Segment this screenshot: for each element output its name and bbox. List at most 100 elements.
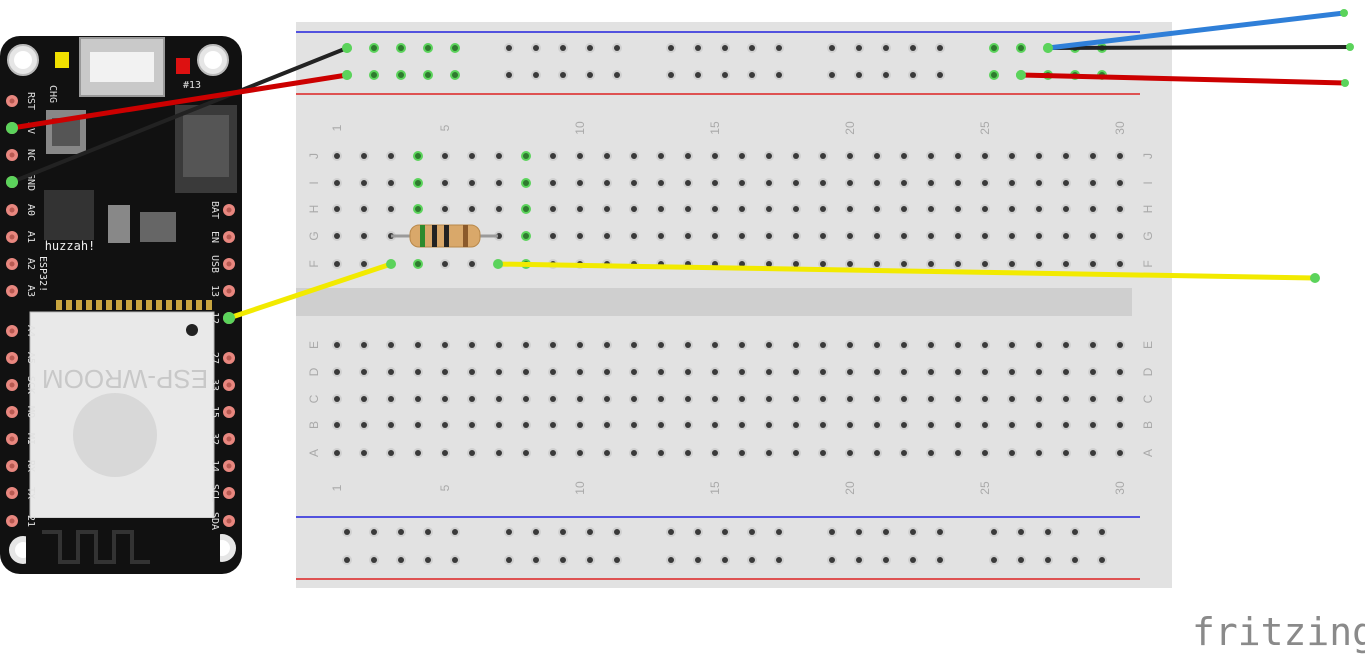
bb-hole-core bbox=[955, 342, 961, 348]
bb-hole-core bbox=[523, 342, 529, 348]
bb-hole-core bbox=[874, 261, 880, 267]
bb-hole-core bbox=[739, 233, 745, 239]
yellow-wire-out[interactable] bbox=[495, 261, 1318, 281]
bb-hole-core bbox=[442, 422, 448, 428]
black-wire-right[interactable] bbox=[1046, 45, 1352, 50]
board-pin-core bbox=[226, 436, 232, 442]
bb-hole-core bbox=[928, 369, 934, 375]
rail-hole-core bbox=[371, 45, 377, 51]
bb-hole-core bbox=[604, 180, 610, 186]
bb-hole-core bbox=[874, 206, 880, 212]
column-number: 15 bbox=[708, 121, 722, 135]
bb-hole-core bbox=[901, 396, 907, 402]
bb-hole-core bbox=[523, 180, 529, 186]
bb-hole-core bbox=[1009, 450, 1015, 456]
bb-hole-core bbox=[712, 396, 718, 402]
bb-hole-core bbox=[955, 206, 961, 212]
bb-hole-core bbox=[604, 153, 610, 159]
rail-hole-core bbox=[883, 45, 889, 51]
bb-hole-core bbox=[604, 369, 610, 375]
bb-hole-core bbox=[1117, 396, 1123, 402]
rail-hole-core bbox=[1099, 529, 1105, 535]
yellow-wire-12[interactable] bbox=[226, 261, 394, 321]
bb-hole-core bbox=[874, 396, 880, 402]
bb-hole-core bbox=[1009, 396, 1015, 402]
bb-hole-core bbox=[1090, 233, 1096, 239]
bb-hole-core bbox=[982, 369, 988, 375]
board-pin-label: USB bbox=[209, 255, 220, 273]
rail-hole-core bbox=[560, 557, 566, 563]
rail-hole-core bbox=[506, 72, 512, 78]
bb-hole-core bbox=[1063, 233, 1069, 239]
bb-hole-core bbox=[550, 369, 556, 375]
bb-hole-core bbox=[442, 369, 448, 375]
bb-hole-core bbox=[469, 261, 475, 267]
board-pin-label: A0 bbox=[25, 204, 36, 216]
column-number: 20 bbox=[843, 121, 857, 135]
bb-hole-core bbox=[982, 206, 988, 212]
bb-hole-core bbox=[496, 369, 502, 375]
rail-hole-core bbox=[560, 529, 566, 535]
bb-hole-core bbox=[1036, 180, 1042, 186]
rail-hole-core bbox=[910, 45, 916, 51]
bb-hole-core bbox=[955, 396, 961, 402]
bb-hole-core bbox=[739, 261, 745, 267]
rail-hole-core bbox=[344, 557, 350, 563]
bb-hole-core bbox=[739, 369, 745, 375]
row-letter: I bbox=[307, 181, 321, 184]
bb-hole-core bbox=[847, 450, 853, 456]
bb-hole-core bbox=[388, 206, 394, 212]
column-number: 10 bbox=[573, 481, 587, 495]
bb-hole-core bbox=[1090, 396, 1096, 402]
bb-hole-core bbox=[982, 261, 988, 267]
board-pin-label: 14 bbox=[209, 460, 220, 472]
bb-hole-core bbox=[685, 153, 691, 159]
module-pad bbox=[156, 300, 162, 310]
bb-hole-core bbox=[766, 206, 772, 212]
rail-hole-core bbox=[776, 557, 782, 563]
black-gnd-wire[interactable] bbox=[10, 46, 349, 184]
bb-hole-core bbox=[1063, 342, 1069, 348]
bb-hole-core bbox=[415, 369, 421, 375]
bb-hole-core bbox=[442, 450, 448, 456]
board-pin-label: NC bbox=[25, 149, 36, 161]
board-name: huzzah! bbox=[45, 239, 96, 253]
red-wire-right[interactable] bbox=[1018, 72, 1348, 86]
bb-hole-core bbox=[820, 153, 826, 159]
bb-hole-core bbox=[550, 206, 556, 212]
bb-hole-core bbox=[847, 153, 853, 159]
row-letter: G bbox=[307, 231, 321, 240]
module-pad bbox=[176, 300, 182, 310]
bb-hole-core bbox=[1036, 342, 1042, 348]
rail-hole-core bbox=[937, 529, 943, 535]
bb-hole-core bbox=[604, 206, 610, 212]
board-pin-core bbox=[9, 328, 15, 334]
bb-hole-core bbox=[1117, 369, 1123, 375]
board-pin-label: A5 bbox=[25, 352, 36, 364]
blue-wire[interactable] bbox=[1045, 10, 1347, 51]
rail-hole-core bbox=[587, 557, 593, 563]
rail-hole-core bbox=[533, 45, 539, 51]
fritzing-logo: fritzing bbox=[1192, 610, 1365, 654]
bb-hole-core bbox=[334, 450, 340, 456]
bb-hole-core bbox=[1009, 422, 1015, 428]
bb-hole-core bbox=[847, 369, 853, 375]
bb-hole-core bbox=[577, 206, 583, 212]
board-pin-core bbox=[9, 409, 15, 415]
red-3v-wire[interactable] bbox=[9, 72, 350, 131]
bb-hole-core bbox=[982, 450, 988, 456]
board-pin-label: A2 bbox=[25, 258, 36, 270]
bb-hole-core bbox=[1117, 206, 1123, 212]
bb-hole-core bbox=[577, 153, 583, 159]
bb-hole-core bbox=[550, 233, 556, 239]
rail-hole-core bbox=[1099, 557, 1105, 563]
bb-hole-core bbox=[955, 422, 961, 428]
row-letter: A bbox=[307, 449, 321, 457]
rail-hole-core bbox=[1045, 529, 1051, 535]
rail-hole-core bbox=[695, 557, 701, 563]
bb-hole-core bbox=[982, 233, 988, 239]
rail-hole-core bbox=[856, 557, 862, 563]
rail-hole-core bbox=[452, 529, 458, 535]
bb-hole-core bbox=[577, 233, 583, 239]
